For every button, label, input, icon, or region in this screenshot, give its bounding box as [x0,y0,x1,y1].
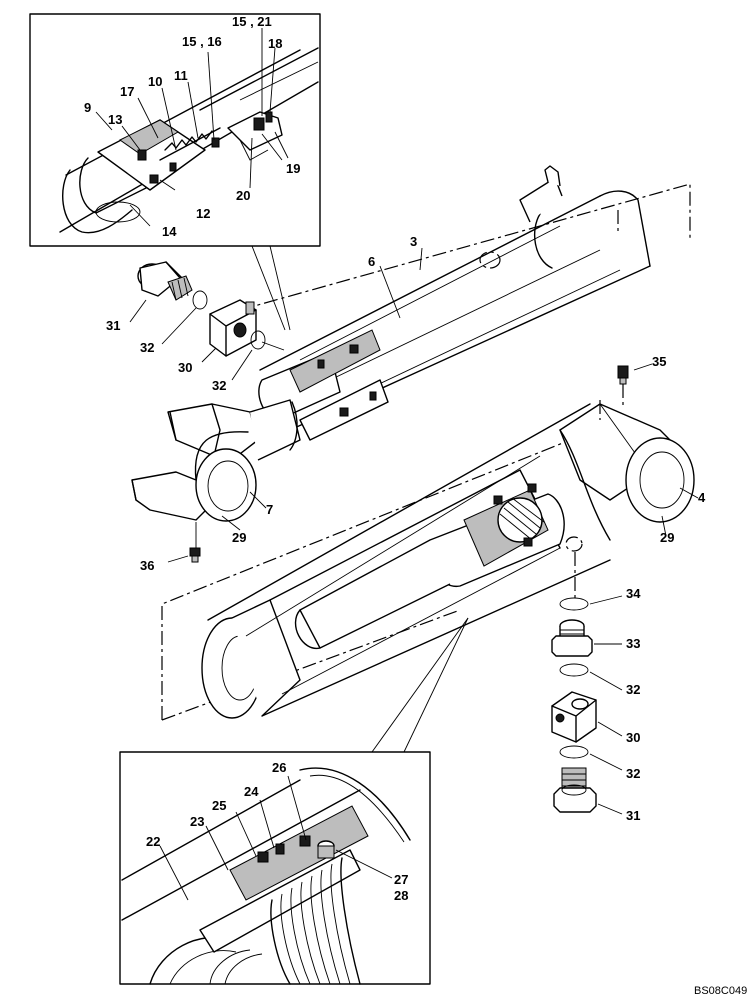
callout-20: 20 [236,188,250,203]
callout-29-right: 29 [660,530,674,545]
callout-32-top-a: 32 [140,340,154,355]
callout-31-top: 31 [106,318,120,333]
callout-25: 25 [212,798,226,813]
callout-12: 12 [196,206,210,221]
callout-34: 34 [626,586,641,601]
callout-31-bottom: 31 [626,808,640,823]
right-port-fittings: 34 33 32 30 32 31 [551,552,641,823]
callout-18: 18 [268,36,282,51]
callout-3: 3 [410,234,417,249]
callout-33: 33 [626,636,640,651]
callout-15-21: 15 , 21 [232,14,272,29]
bottom-detail-frame [119,751,431,985]
callout-32-bottom-b: 32 [626,766,640,781]
callout-11: 11 [174,68,188,83]
callout-30-bottom: 30 [626,730,640,745]
callout-28: 28 [394,888,408,903]
callout-4: 4 [698,490,706,505]
drawing-code: BS08C049 [694,985,747,997]
callout-23: 23 [190,814,204,829]
callout-29-left: 29 [232,530,246,545]
callout-13: 13 [108,112,122,127]
callout-9: 9 [84,100,91,115]
callout-17: 17 [120,84,134,99]
callout-22: 22 [146,834,160,849]
callout-32-bottom-a: 32 [626,682,640,697]
callout-35: 35 [652,354,666,369]
callout-32-top-b: 32 [212,378,226,393]
callout-36: 36 [140,558,154,573]
left-port-fittings: 31 32 30 32 [106,261,285,393]
callout-24: 24 [244,784,259,799]
callout-14: 14 [162,224,177,239]
callout-27: 27 [394,872,408,887]
grease-fitting-36: 36 [140,547,201,573]
callout-30-top: 30 [178,360,192,375]
callout-15-16: 15 , 16 [182,34,222,49]
callout-7: 7 [266,502,273,517]
cylinder-tube: 4 29 [161,400,706,721]
callout-10: 10 [148,74,162,89]
callout-26: 26 [272,760,286,775]
top-detail-frame [29,13,321,247]
top-detail-inset: 9 13 17 10 11 15 , 16 15 , 21 18 19 20 1… [29,13,321,247]
grease-fitting-35: 35 [617,354,666,408]
callout-19: 19 [286,161,300,176]
rod-assembly: 3 6 7 29 [131,165,691,548]
callout-6: 6 [368,254,375,269]
bottom-detail-inset: 22 23 25 24 26 27 28 [119,751,431,985]
